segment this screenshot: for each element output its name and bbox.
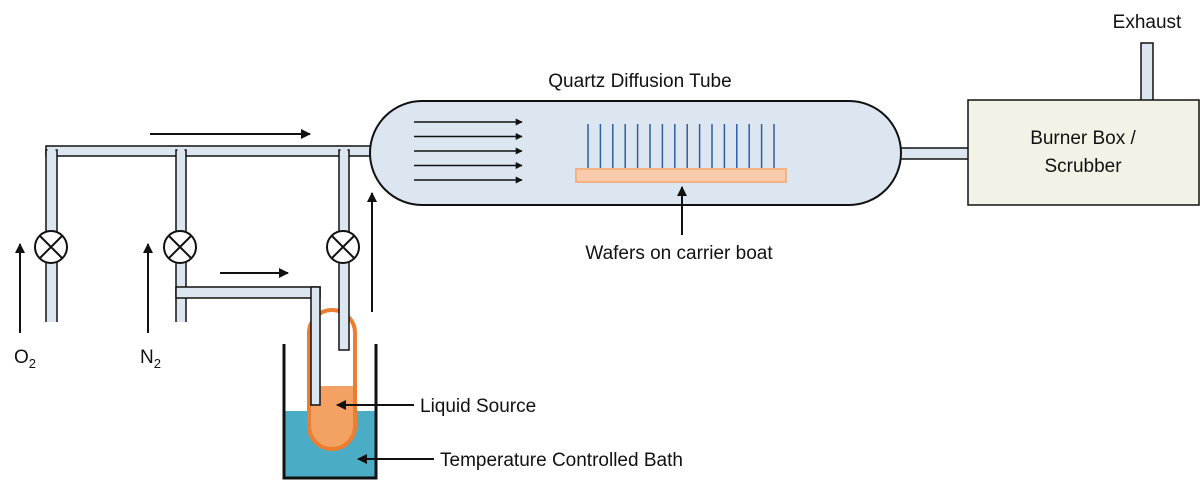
o2-label: O2 bbox=[14, 347, 36, 371]
carrier-boat bbox=[575, 168, 787, 183]
n2-bubbler-feed-pipe bbox=[175, 286, 321, 299]
quartz-diffusion-tube bbox=[369, 100, 902, 206]
main-header-pipe bbox=[45, 145, 377, 157]
bubbler-inlet-tube bbox=[310, 286, 321, 406]
tube-gas-flow-arrows bbox=[414, 118, 523, 184]
bath-container bbox=[282, 344, 378, 480]
pipe-network bbox=[45, 42, 1154, 406]
bath-label: Temperature Controlled Bath bbox=[440, 450, 683, 471]
tube-label: Quartz Diffusion Tube bbox=[548, 71, 731, 92]
exhaust-connection-pipe bbox=[895, 147, 971, 160]
burner-box bbox=[967, 99, 1200, 206]
burner-label-line2: Scrubber bbox=[1044, 156, 1122, 177]
exhaust-stack-pipe bbox=[1140, 42, 1154, 102]
liquid-source-label: Liquid Source bbox=[420, 396, 536, 417]
n2-label: N2 bbox=[140, 347, 161, 371]
bubbler-valve[interactable] bbox=[326, 230, 360, 264]
n2-valve[interactable] bbox=[163, 230, 197, 264]
o2-subscript: 2 bbox=[29, 356, 36, 371]
n2-subscript: 2 bbox=[154, 356, 161, 371]
wafer-stack bbox=[587, 124, 775, 170]
burner-label-line1: Burner Box / bbox=[1030, 128, 1136, 149]
exhaust-label: Exhaust bbox=[1113, 12, 1182, 33]
o2-valve[interactable] bbox=[34, 230, 68, 264]
wafers-label: Wafers on carrier boat bbox=[585, 243, 773, 264]
